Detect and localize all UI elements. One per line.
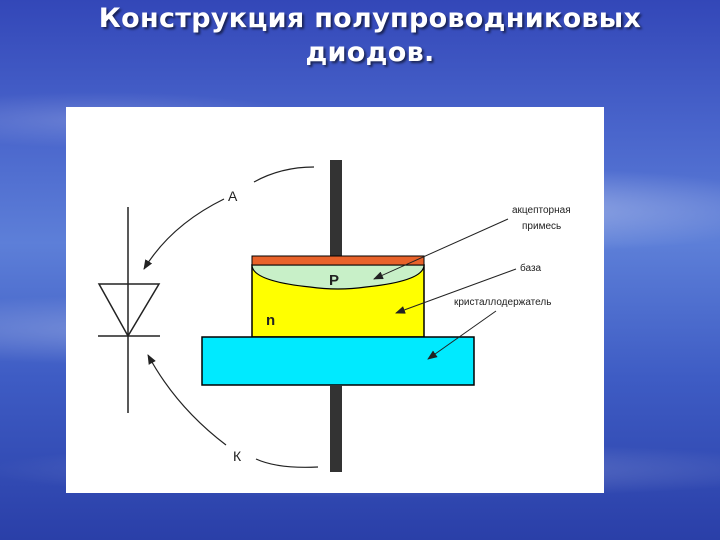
cathode-arrow (147, 354, 227, 446)
diagram-panel: P n А К акцепторная примесь база кристал… (66, 107, 604, 493)
diode-construction-diagram: P n А К акцепторная примесь база кристал… (97, 160, 571, 472)
slide-title-line-1: Конструкция полупроводниковых (98, 3, 642, 34)
anode-label: А (228, 188, 238, 204)
top-contact (251, 255, 425, 266)
cathode-lead-line (255, 458, 319, 468)
diode-symbol (97, 207, 161, 413)
base-arrow (395, 268, 517, 314)
acceptor-arrow (373, 218, 509, 280)
symbol-triangle (97, 283, 161, 338)
slide-title-line-2: диодов. (305, 37, 435, 68)
n-label: n (266, 312, 275, 329)
acceptor-label-line-2: примесь (522, 221, 561, 232)
base-label: база (520, 262, 542, 274)
slide-title: Конструкция полупроводниковых диодов. (60, 2, 680, 70)
anode-arrow (143, 198, 225, 270)
p-label: P (329, 272, 339, 289)
crystal-holder (201, 336, 475, 386)
acceptor-label-line-1: акцепторная (512, 205, 571, 216)
anode-lead-line (253, 166, 315, 183)
p-region (251, 264, 425, 290)
holder-label: кристаллодержатель (454, 297, 551, 308)
holder-arrow (427, 310, 497, 360)
cathode-label: К (233, 448, 242, 464)
lower-lead (330, 385, 342, 472)
